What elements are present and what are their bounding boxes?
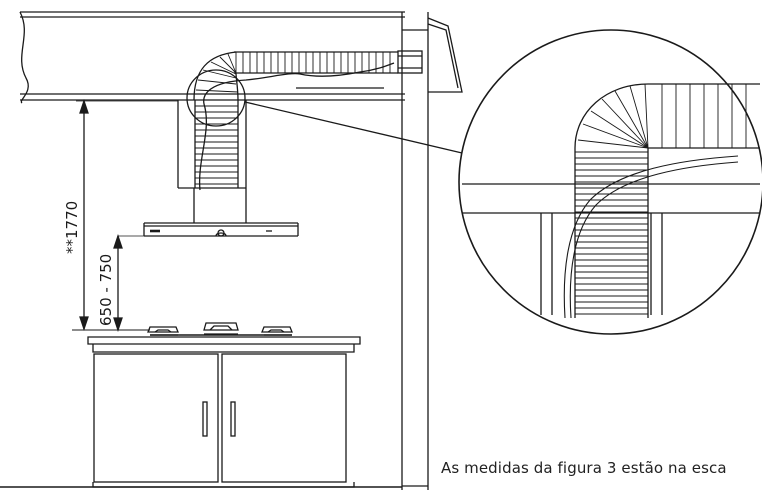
detail-callout <box>186 29 762 335</box>
range-hood <box>143 100 299 237</box>
exterior-outlet <box>397 17 463 93</box>
cooktop-burners <box>147 322 293 336</box>
figure-caption: As medidas da figura 3 estão na esca <box>441 459 727 477</box>
dimension-650-750 <box>72 233 150 333</box>
power-cable <box>198 62 395 191</box>
right-wall <box>401 12 429 490</box>
dimension-label-1770: **1770 <box>63 201 81 254</box>
ceiling-beam <box>19 11 405 104</box>
duct-elbow <box>193 51 239 101</box>
horizontal-duct <box>234 51 398 89</box>
vertical-duct <box>194 100 239 188</box>
dimension-label-650-750: 650 - 750 <box>97 254 115 326</box>
dimension-1770 <box>76 98 178 332</box>
magnified-detail <box>462 83 760 319</box>
kitchen-cabinet <box>0 336 402 488</box>
